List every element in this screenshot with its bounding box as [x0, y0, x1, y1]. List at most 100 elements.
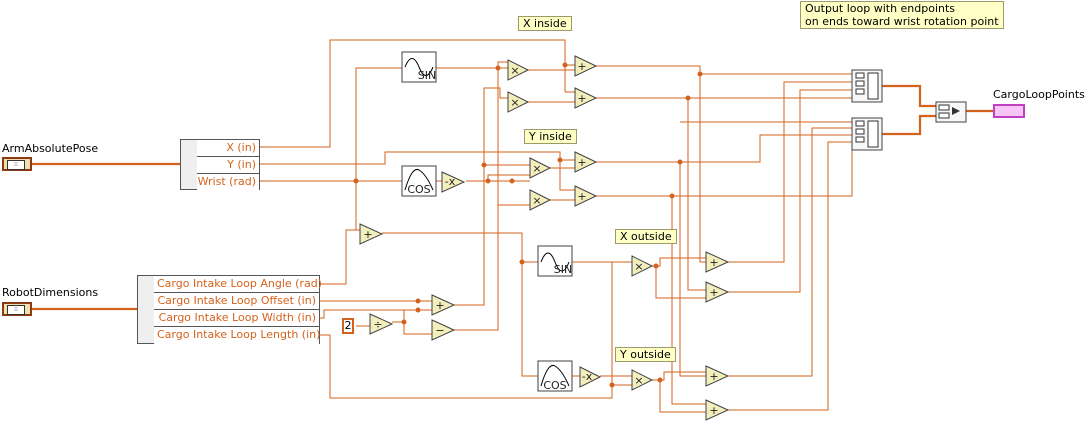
sin-node-outside[interactable]: SIN	[537, 245, 573, 277]
wire-div-b[interactable]	[403, 322, 432, 335]
wire-yi-sum1[interactable]	[596, 161, 706, 377]
wire-wrist-up[interactable]	[355, 67, 402, 181]
add-node-y-in-1[interactable]: +	[574, 151, 598, 173]
wire-ba1-b[interactable]	[728, 81, 852, 263]
wire-angle-cos[interactable]	[521, 262, 540, 377]
add-node-x-out-2[interactable]: +	[705, 281, 730, 303]
add-node-angle-sum[interactable]: +	[359, 223, 384, 245]
multiply-label: ×	[510, 96, 519, 109]
multiply-node-x-out[interactable]: ×	[631, 255, 654, 277]
unbundle-field[interactable]: X (in)	[197, 140, 259, 157]
wire-ba2-out[interactable]	[882, 114, 936, 136]
unbundle-field[interactable]: Cargo Intake Loop Width (in)	[154, 310, 319, 327]
wire-mox-b[interactable]	[655, 266, 706, 299]
bundle-node-2[interactable]	[851, 117, 883, 151]
y-inside-label: Y inside	[524, 129, 577, 144]
wire-loop-angle[interactable]	[318, 229, 360, 285]
junction	[401, 319, 407, 325]
x-inside-label: X inside	[518, 16, 572, 31]
cluster-icon: ⁝⁝	[7, 160, 25, 170]
junction	[685, 95, 691, 101]
junction	[609, 382, 615, 388]
build-array-node[interactable]	[935, 101, 967, 123]
junction	[485, 178, 491, 184]
wire-xi-sum1[interactable]	[596, 65, 706, 263]
wire-moy-b[interactable]	[659, 380, 706, 413]
add-label: +	[577, 92, 586, 105]
subtract-label: −	[435, 324, 444, 337]
multiply-label: ×	[532, 194, 541, 207]
wire-ba2-d[interactable]	[672, 150, 853, 197]
unbundle-field[interactable]: Wrist (rad)	[197, 174, 259, 191]
wire-sub-up[interactable]	[497, 61, 508, 205]
wire-div-out[interactable]	[392, 310, 405, 323]
multiply-node-y-out[interactable]: ×	[631, 369, 654, 391]
sin-node-inside[interactable]: SIN	[401, 51, 437, 83]
wire-ba2-b[interactable]	[680, 134, 852, 163]
divide-node[interactable]: ÷	[369, 313, 394, 335]
add-label: +	[709, 404, 718, 417]
unbundle-field[interactable]: Y (in)	[197, 157, 259, 174]
multiply-node-x-in-2[interactable]: ×	[507, 91, 530, 113]
add-node-x-in-2[interactable]: +	[574, 87, 598, 109]
multiply-node-y-in-2[interactable]: ×	[529, 189, 552, 211]
wire-sub-out[interactable]	[454, 204, 530, 331]
junction	[415, 307, 421, 313]
add-label: +	[363, 228, 372, 241]
wire-cos-b[interactable]	[487, 174, 530, 181]
cargo-loop-points-indicator[interactable]	[993, 104, 1025, 118]
multiply-node-x-in-1[interactable]: ×	[507, 59, 530, 81]
x-outside-label: X outside	[615, 229, 677, 244]
wire-ba1-c[interactable]	[728, 89, 852, 293]
multiply-node-y-in-1[interactable]: ×	[529, 157, 552, 179]
wire-mox[interactable]	[652, 257, 706, 267]
multiply-label: ×	[510, 64, 519, 77]
add-node-x-in-1[interactable]: +	[574, 55, 598, 77]
add-node-offset-width[interactable]: +	[431, 294, 456, 316]
negate-node-inside[interactable]: -x	[441, 171, 466, 193]
add-label: +	[709, 286, 718, 299]
subtract-node-offset-width[interactable]: −	[431, 319, 456, 341]
cos-node-inside[interactable]: COS	[401, 165, 437, 197]
unbundle-arm-pose[interactable]: X (in) Y (in) Wrist (rad)	[180, 139, 260, 191]
wire-wrist-sum[interactable]	[355, 181, 360, 231]
wire-xi-sum2[interactable]	[596, 97, 706, 291]
wire-ba2-a[interactable]	[728, 127, 852, 377]
unbundle-field[interactable]: Cargo Intake Loop Length (in)	[154, 327, 320, 344]
add-node-y-in-2[interactable]: +	[574, 185, 598, 207]
add-label: +	[435, 299, 444, 312]
arm-pose-control-terminal[interactable]: ⁝⁝	[2, 157, 32, 171]
junction	[509, 178, 515, 184]
bundle-node-1[interactable]	[851, 69, 883, 103]
wire-add-out[interactable]	[454, 87, 508, 306]
wire-y-in-b[interactable]	[559, 160, 575, 191]
add-node-y-out-2[interactable]: +	[705, 399, 730, 421]
divide-label: ÷	[373, 318, 382, 331]
add-node-x-out-1[interactable]: +	[705, 251, 730, 273]
junction	[653, 263, 659, 269]
junction	[519, 259, 525, 265]
add-label: +	[577, 60, 586, 73]
unbundle-field[interactable]: Cargo Intake Loop Angle (rad)	[154, 276, 322, 293]
wire-width[interactable]	[318, 309, 432, 319]
wires	[30, 39, 993, 413]
unbundle-header	[138, 276, 155, 343]
unbundle-field[interactable]: Cargo Intake Loop Offset (in)	[154, 293, 319, 310]
junction	[495, 65, 501, 71]
wire-ba2-c[interactable]	[728, 141, 852, 411]
cos-node-outside[interactable]: COS	[537, 360, 573, 392]
junction	[415, 298, 421, 304]
unbundle-robot-dimensions[interactable]: Cargo Intake Loop Angle (rad) Cargo Inta…	[137, 275, 322, 344]
multiply-label: ×	[532, 162, 541, 175]
negate-node-outside[interactable]: -x	[579, 366, 602, 388]
wire-angle-sum[interactable]	[382, 232, 540, 263]
robot-dimensions-control-terminal[interactable]: ⁝⁝	[2, 302, 32, 316]
add-node-y-out-1[interactable]: +	[705, 365, 730, 387]
constant-two[interactable]: 2	[342, 318, 354, 334]
comment-line-2: on ends toward wrist rotation point	[805, 15, 999, 28]
wire-yi-sum2[interactable]	[596, 195, 706, 405]
wire-ba1-out[interactable]	[882, 84, 936, 108]
wire-y-in[interactable]	[258, 151, 575, 165]
junction	[557, 157, 563, 163]
